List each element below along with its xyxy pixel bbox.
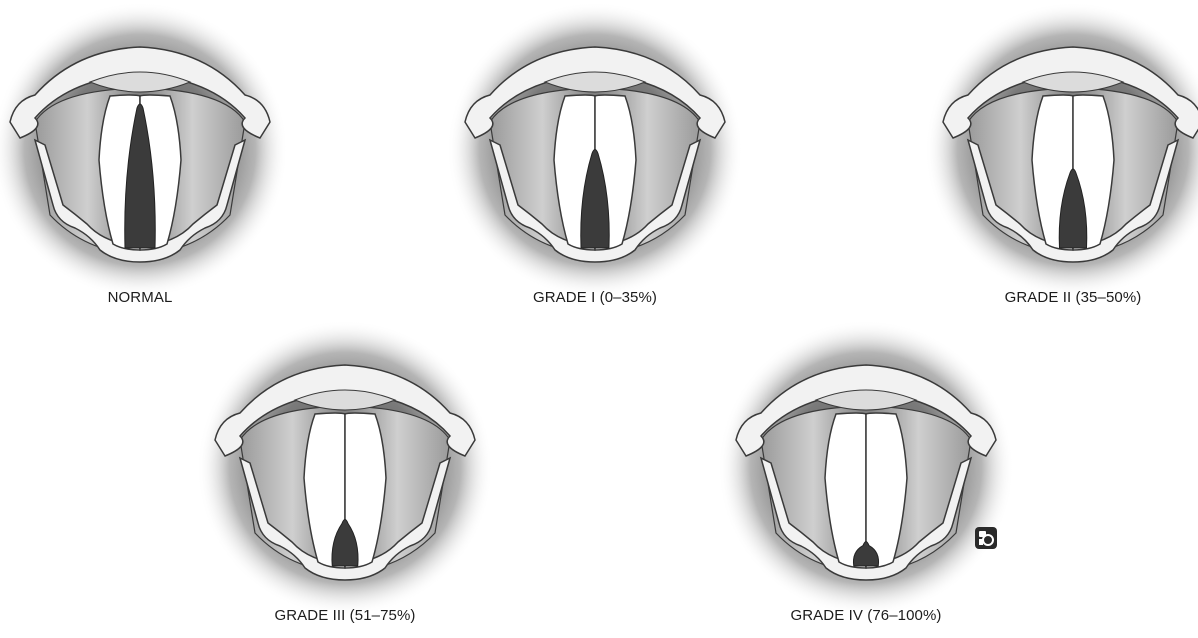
panel-grade-iii: GRADE III (51–75%): [200, 318, 490, 638]
panel-caption: NORMAL: [0, 289, 285, 306]
larynx-illustration: [721, 318, 1011, 608]
panel-grade-iv: GRADE IV (76–100%): [721, 318, 1011, 638]
panel-caption: GRADE III (51–75%): [200, 607, 490, 624]
panel-caption: GRADE II (35–50%): [928, 289, 1198, 306]
panel-caption: GRADE IV (76–100%): [721, 607, 1011, 624]
larynx-illustration: [450, 0, 740, 290]
panel-grade-ii: GRADE II (35–50%): [928, 0, 1198, 320]
panel-grade-i: GRADE I (0–35%): [450, 0, 740, 320]
panel-caption: GRADE I (0–35%): [450, 289, 740, 306]
larynx-illustration: [0, 0, 285, 290]
larynx-illustration: [928, 0, 1198, 290]
panel-normal: NORMAL: [0, 0, 285, 320]
larynx-illustration: [200, 318, 490, 608]
publisher-logo-icon: [975, 527, 997, 549]
